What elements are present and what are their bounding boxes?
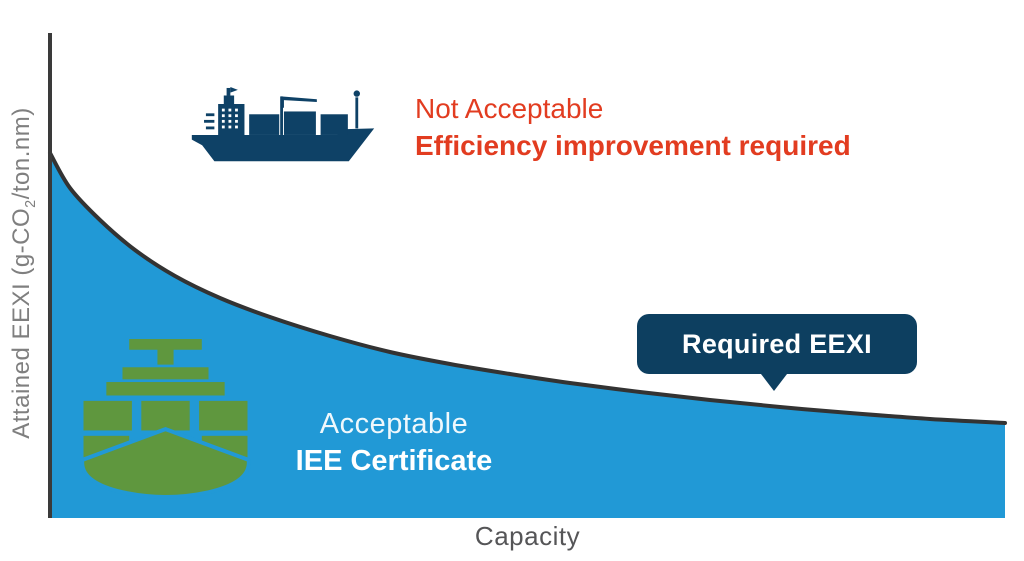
required-eexi-callout-label: Required EEXI <box>682 328 872 359</box>
not-acceptable-subtitle: Efficiency improvement required <box>415 130 851 161</box>
acceptable-area-fill <box>50 153 1005 518</box>
not-acceptable-title: Not Acceptable <box>415 93 604 124</box>
x-axis-label: Capacity <box>474 521 581 551</box>
y-axis-label-text: Attained EEXI (g-CO <box>8 207 35 439</box>
y-axis-label-unit: /ton.nm) <box>8 107 35 200</box>
callout-pointer-icon <box>761 374 787 391</box>
acceptable-subtitle: IEE Certificate <box>295 445 493 477</box>
required-eexi-callout: Required EEXI <box>637 314 917 391</box>
cargo-ship-side-icon <box>191 87 375 162</box>
required-eexi-curve <box>48 151 1007 425</box>
cargo-ship-front-icon <box>80 339 251 499</box>
y-axis-label-subscript: 2 <box>22 199 39 208</box>
acceptable-label: Acceptable IEE Certificate <box>254 408 534 478</box>
not-acceptable-label: Not Acceptable Efficiency improvement re… <box>415 90 851 164</box>
acceptable-title: Acceptable <box>319 408 469 440</box>
y-axis-label: Attained EEXI (g-CO2/ton.nm) <box>8 28 39 518</box>
